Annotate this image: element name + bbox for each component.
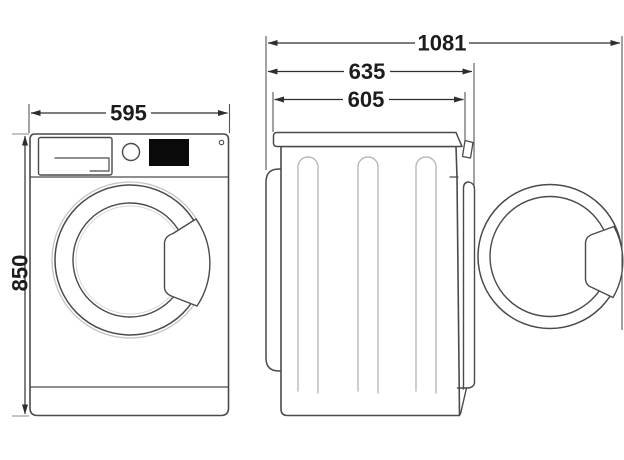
- side-body-outline: [280, 145, 461, 417]
- side-groove: [415, 156, 437, 394]
- dim-label-height: 850: [8, 255, 33, 292]
- dim-depth-body: 605: [272, 87, 466, 141]
- dim-label-width-front: 595: [110, 101, 147, 126]
- side-lid: [272, 131, 463, 148]
- display-panel: [149, 139, 189, 166]
- door-edge-slab: [456, 181, 476, 390]
- side-groove: [297, 156, 319, 394]
- dimension-annotations: 595 850 1081 635: [8, 31, 623, 417]
- dim-height: 850: [8, 133, 33, 417]
- door-hinge-tab: [461, 139, 474, 159]
- dim-label-depth-body: 605: [348, 87, 385, 112]
- dim-depth-with-door: 635: [267, 59, 475, 185]
- door-handle: [163, 218, 211, 307]
- control-knob: [121, 142, 141, 162]
- dim-label-depth-with-door: 635: [349, 59, 386, 84]
- label-mask: [106, 102, 151, 123]
- side-groove: [357, 156, 379, 394]
- detergent-drawer: [37, 136, 113, 176]
- label-mask: [344, 60, 390, 82]
- label-mask: [343, 88, 389, 110]
- dim-label-depth-door-open: 1081: [418, 31, 467, 56]
- side-view: [265, 131, 624, 417]
- dim-depth-door-open: 1081: [265, 31, 623, 330]
- door-slab-foot-line: [459, 387, 468, 415]
- dim-width-front: 595: [28, 101, 231, 133]
- open-door-handle: [584, 225, 624, 299]
- side-back-bulge: [265, 168, 282, 372]
- drawer-handle-line: [54, 157, 110, 172]
- label-mask: [415, 32, 469, 53]
- power-led: [218, 139, 225, 146]
- front-view: [29, 133, 230, 417]
